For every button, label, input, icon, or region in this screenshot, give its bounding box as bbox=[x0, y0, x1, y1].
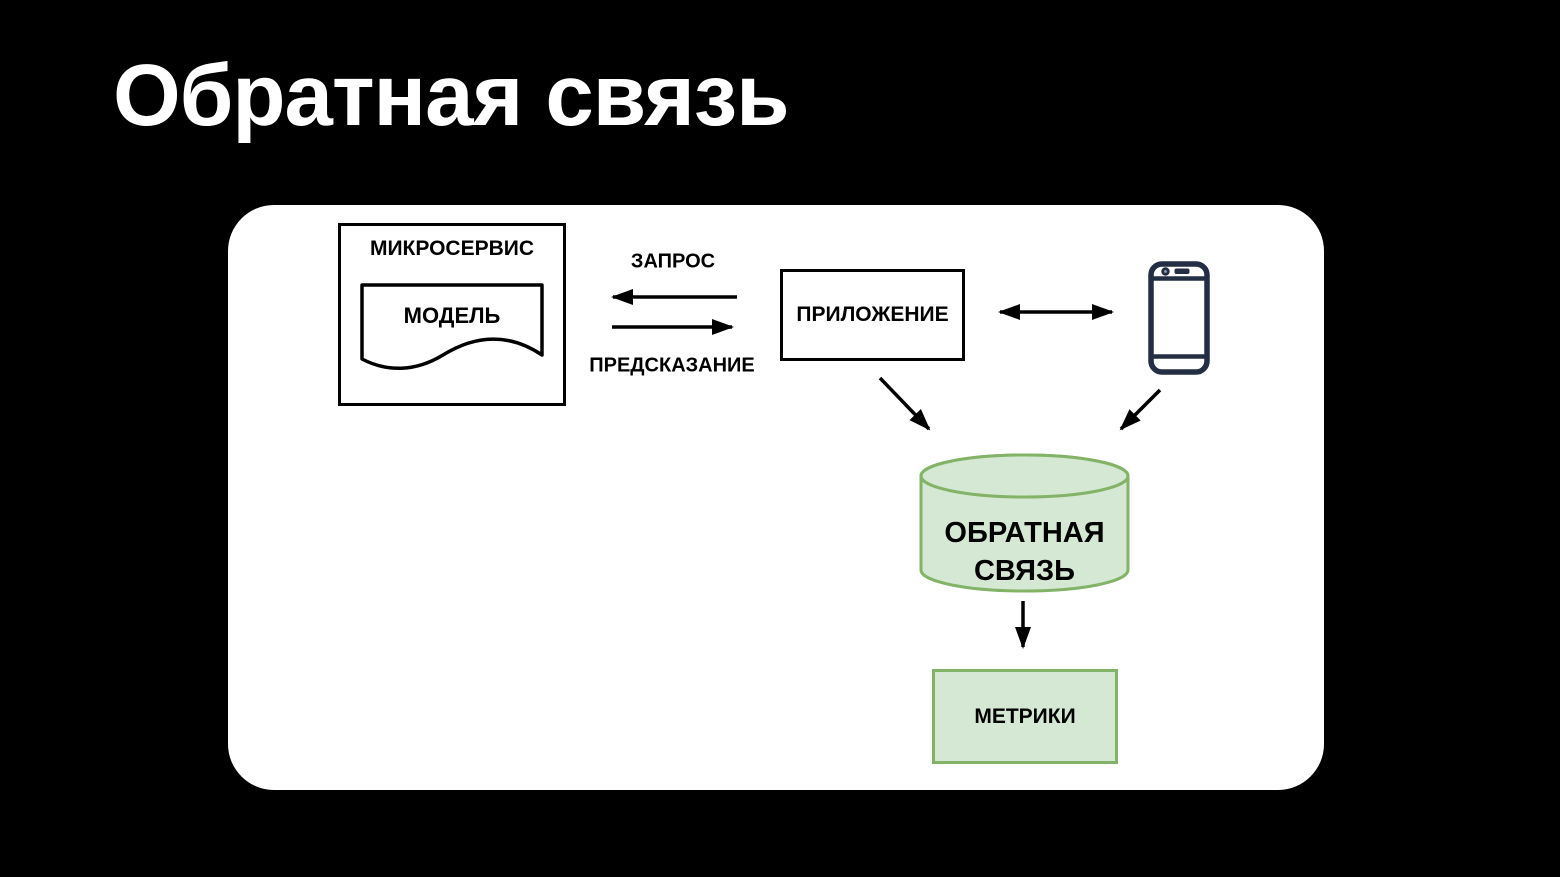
application-box: ПРИЛОЖЕНИЕ bbox=[780, 269, 965, 361]
metrics-box: МЕТРИКИ bbox=[932, 669, 1118, 764]
slide-title: Обратная связь bbox=[113, 47, 790, 144]
document-shape-icon bbox=[360, 283, 544, 370]
app-to-feedback-arrow bbox=[878, 376, 931, 431]
feedback-cylinder: ОБРАТНАЯ СВЯЗЬ bbox=[918, 452, 1131, 594]
feedback-label: ОБРАТНАЯ СВЯЗЬ bbox=[944, 517, 1105, 588]
smartphone-icon bbox=[1148, 261, 1210, 375]
request-label: ЗАПРОС bbox=[630, 250, 716, 273]
model-label: МОДЕЛЬ bbox=[403, 303, 501, 328]
prediction-label: ПРЕДСКАЗАНИЕ bbox=[589, 354, 755, 377]
microservice-label: МИКРОСЕРВИС bbox=[369, 237, 535, 260]
phone-to-feedback-arrow bbox=[1119, 388, 1162, 431]
phone-speaker-slot bbox=[1174, 268, 1190, 274]
connectors-layer bbox=[611, 289, 1162, 649]
model-document-shape: МОДЕЛЬ bbox=[360, 283, 544, 377]
diagram-panel: МИКРОСЕРВИС МОДЕЛЬ ЗАПРОС ПРЕДСКАЗАНИЕ П… bbox=[228, 205, 1324, 790]
